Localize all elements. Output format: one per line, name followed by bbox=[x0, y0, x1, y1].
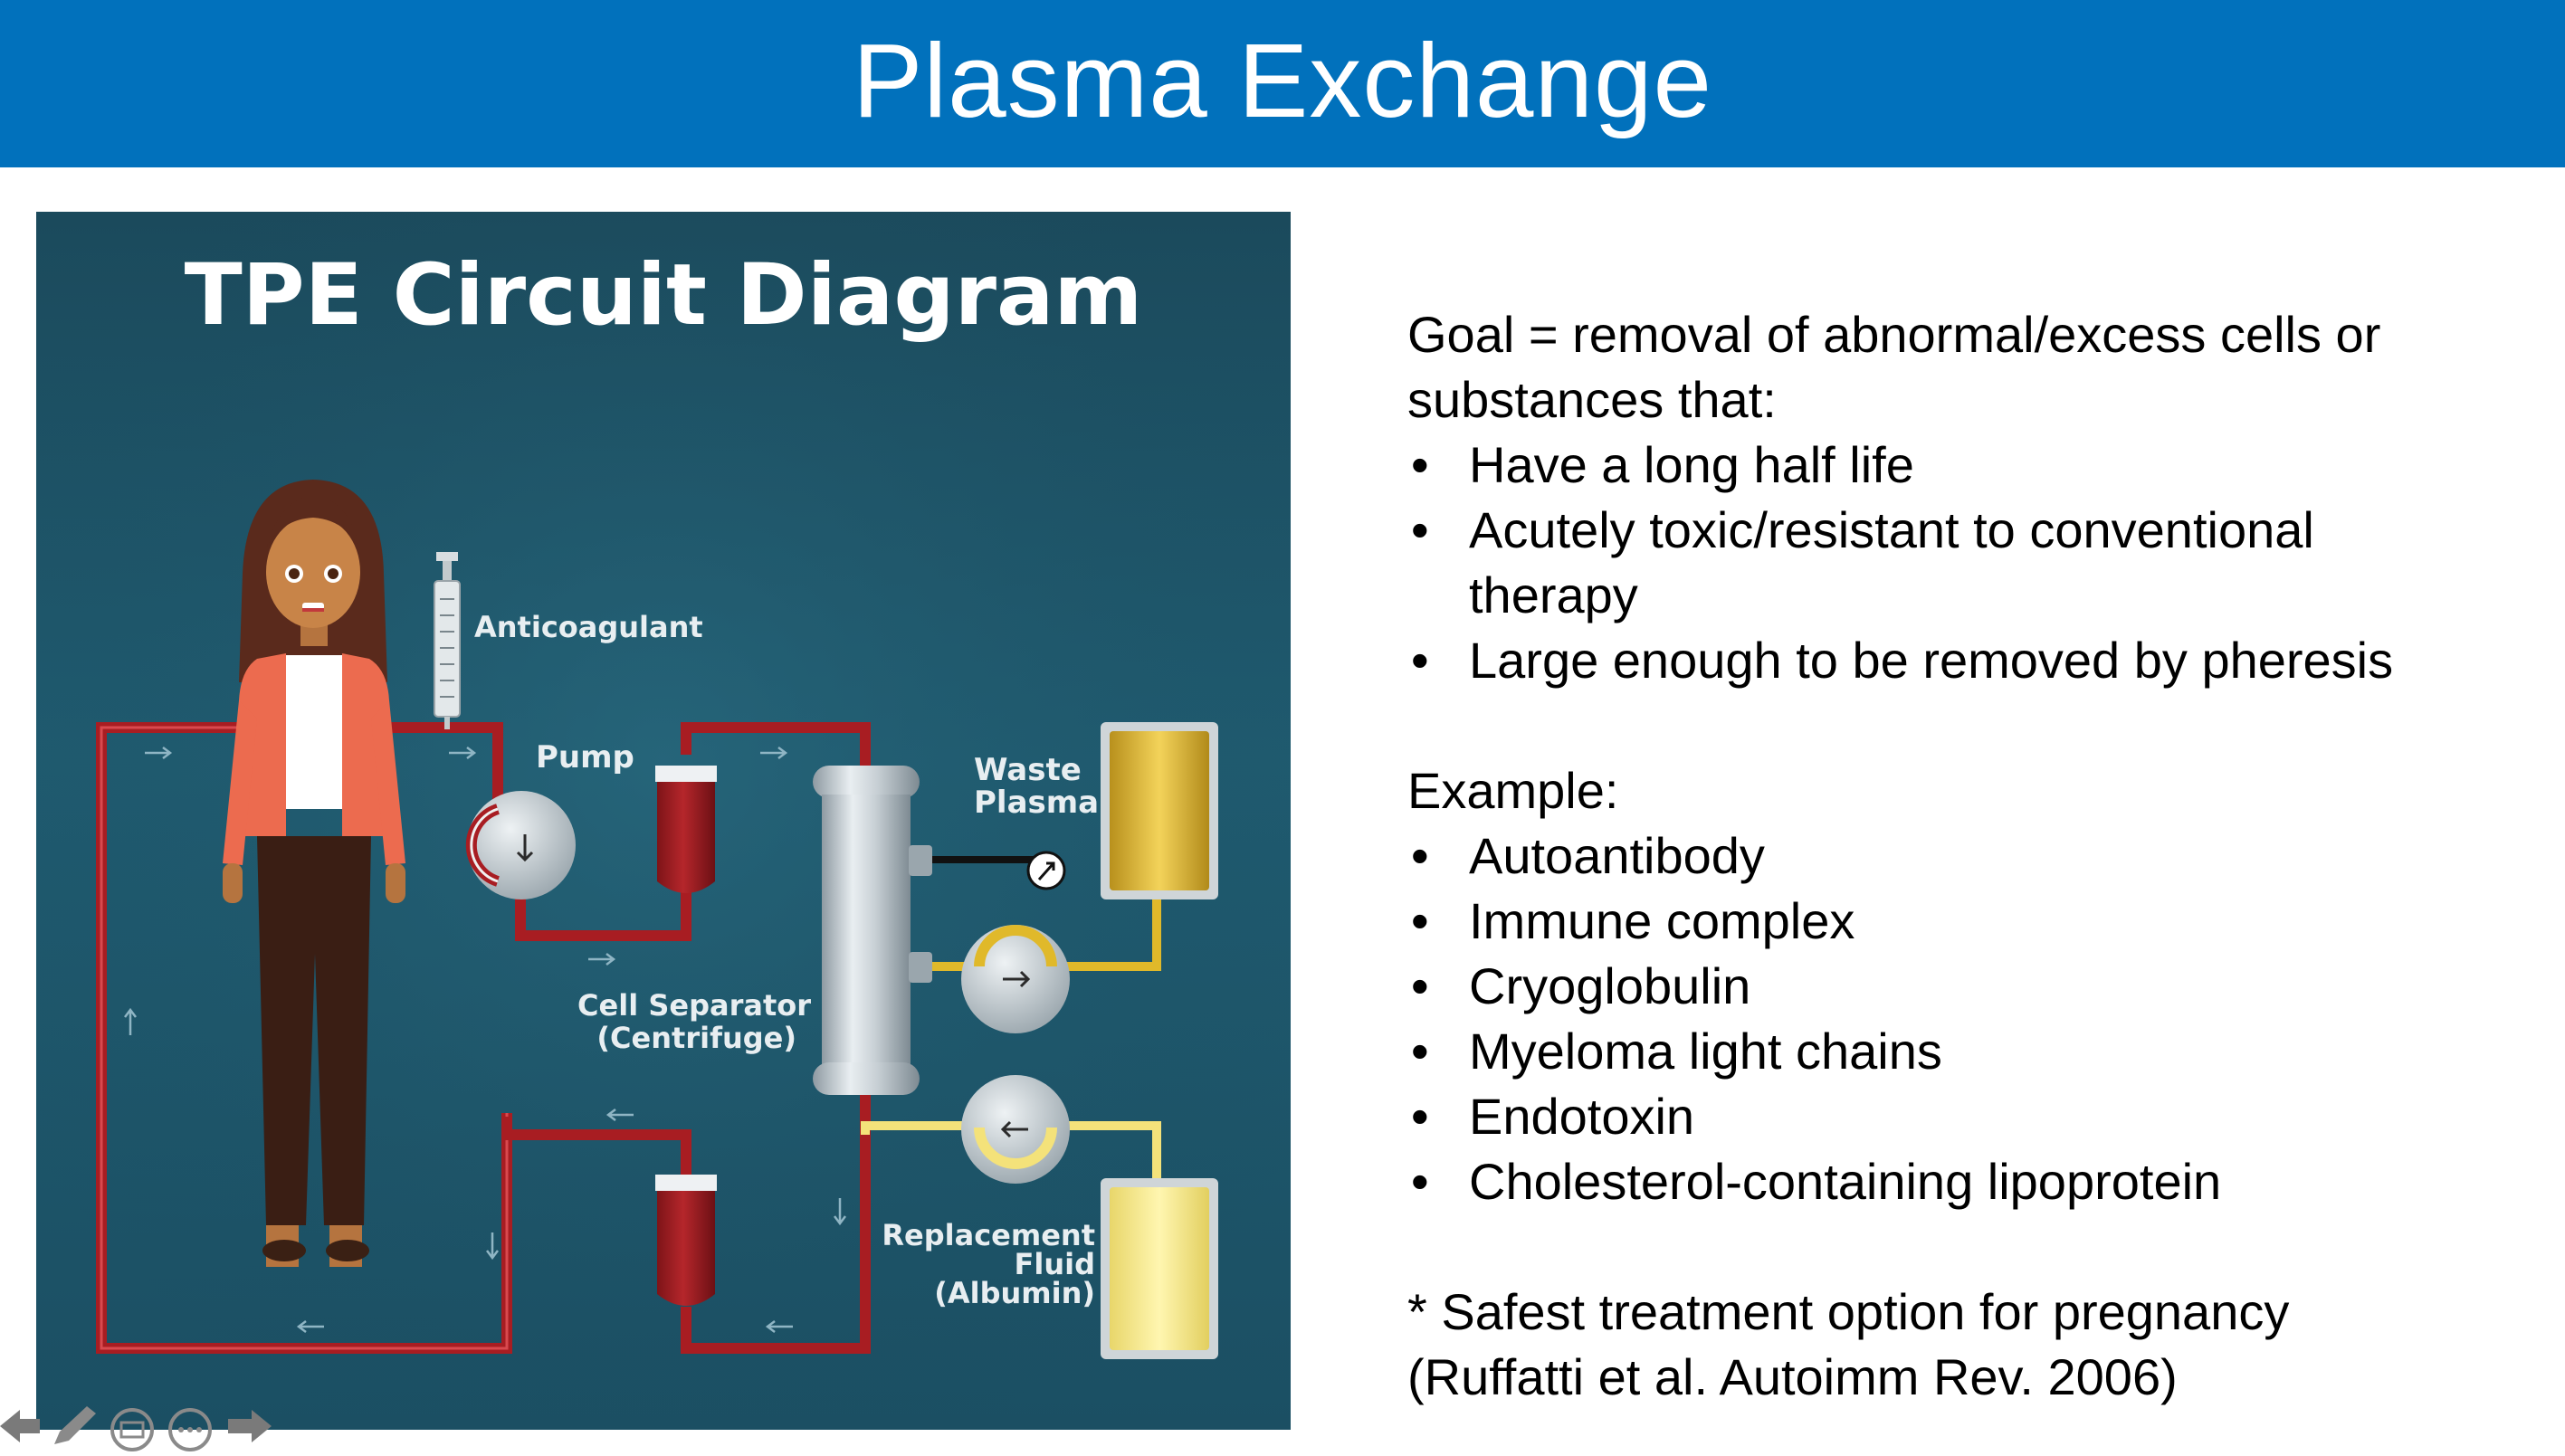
valve-icon bbox=[1026, 851, 1066, 890]
cell-separator-icon bbox=[813, 766, 932, 1095]
back-arrow-icon[interactable] bbox=[0, 1410, 40, 1442]
goal-line2: substances that: bbox=[1407, 371, 1777, 428]
goal-list: Have a long half life Acutely toxic/resi… bbox=[1407, 433, 2548, 693]
list-item: Have a long half life bbox=[1407, 433, 2548, 498]
list-item: Cholesterol-containing lipoprotein bbox=[1407, 1149, 2548, 1214]
label-replacement-line2: Fluid bbox=[1015, 1247, 1095, 1281]
list-item: Autoantibody bbox=[1407, 823, 2548, 889]
label-pump: Pump bbox=[536, 739, 634, 776]
list-item: Acutely toxic/resistant to conventional bbox=[1407, 498, 2548, 563]
label-waste-line1: Waste bbox=[974, 752, 1082, 788]
note-line2: (Ruffatti et al. Autoimm Rev. 2006) bbox=[1407, 1348, 2178, 1405]
slideshow-controls bbox=[0, 1401, 290, 1451]
slide-title: Plasma Exchange bbox=[853, 21, 1712, 139]
list-item: Endotoxin bbox=[1407, 1084, 2548, 1149]
label-waste-line2: Plasma bbox=[974, 785, 1099, 821]
slides-icon[interactable] bbox=[110, 1408, 154, 1451]
list-item-continuation: therapy bbox=[1469, 566, 1638, 623]
blood-pump-icon bbox=[465, 791, 576, 899]
content-panel: Goal = removal of abnormal/excess cells … bbox=[1407, 302, 2548, 1410]
more-options-icon[interactable] bbox=[168, 1408, 212, 1451]
list-item: Large enough to be removed by pheresis bbox=[1407, 628, 2548, 693]
waste-plasma-bag-icon bbox=[1101, 722, 1218, 899]
syringe-icon bbox=[434, 552, 461, 729]
replacement-pump-icon bbox=[961, 1075, 1070, 1184]
example-list: Autoantibody Immune complex Cryoglobulin… bbox=[1407, 823, 2548, 1214]
note-line1: * Safest treatment option for pregnancy bbox=[1407, 1283, 2290, 1340]
list-item: Cryoglobulin bbox=[1407, 954, 2548, 1019]
goal-line1: Goal = removal of abnormal/excess cells … bbox=[1407, 306, 2381, 363]
blood-tubing bbox=[96, 722, 871, 1354]
blood-bag-icon bbox=[655, 766, 717, 893]
label-separator-line1: Cell Separator bbox=[577, 988, 811, 1023]
patient-figure bbox=[223, 480, 405, 1267]
plasma-pump-icon bbox=[961, 925, 1070, 1033]
replacement-fluid-bag-icon bbox=[1101, 1178, 1218, 1359]
label-replacement-line3: (Albumin) bbox=[934, 1276, 1095, 1310]
tpe-circuit-diagram: TPE Circuit Diagram bbox=[36, 212, 1291, 1430]
list-item: Myeloma light chains bbox=[1407, 1019, 2548, 1084]
forward-arrow-icon[interactable] bbox=[228, 1410, 272, 1442]
example-heading: Example: bbox=[1407, 762, 1619, 819]
label-separator-line2: (Centrifuge) bbox=[596, 1021, 796, 1055]
label-replacement-line1: Replacement bbox=[882, 1218, 1095, 1252]
title-bar: Plasma Exchange bbox=[0, 0, 2565, 167]
diagram-title: TPE Circuit Diagram bbox=[185, 246, 1143, 345]
blood-bag-icon bbox=[655, 1175, 717, 1306]
pen-icon[interactable] bbox=[54, 1406, 96, 1444]
label-anticoagulant: Anticoagulant bbox=[474, 610, 703, 644]
flow-arrows bbox=[124, 747, 846, 1333]
list-item: Immune complex bbox=[1407, 889, 2548, 954]
